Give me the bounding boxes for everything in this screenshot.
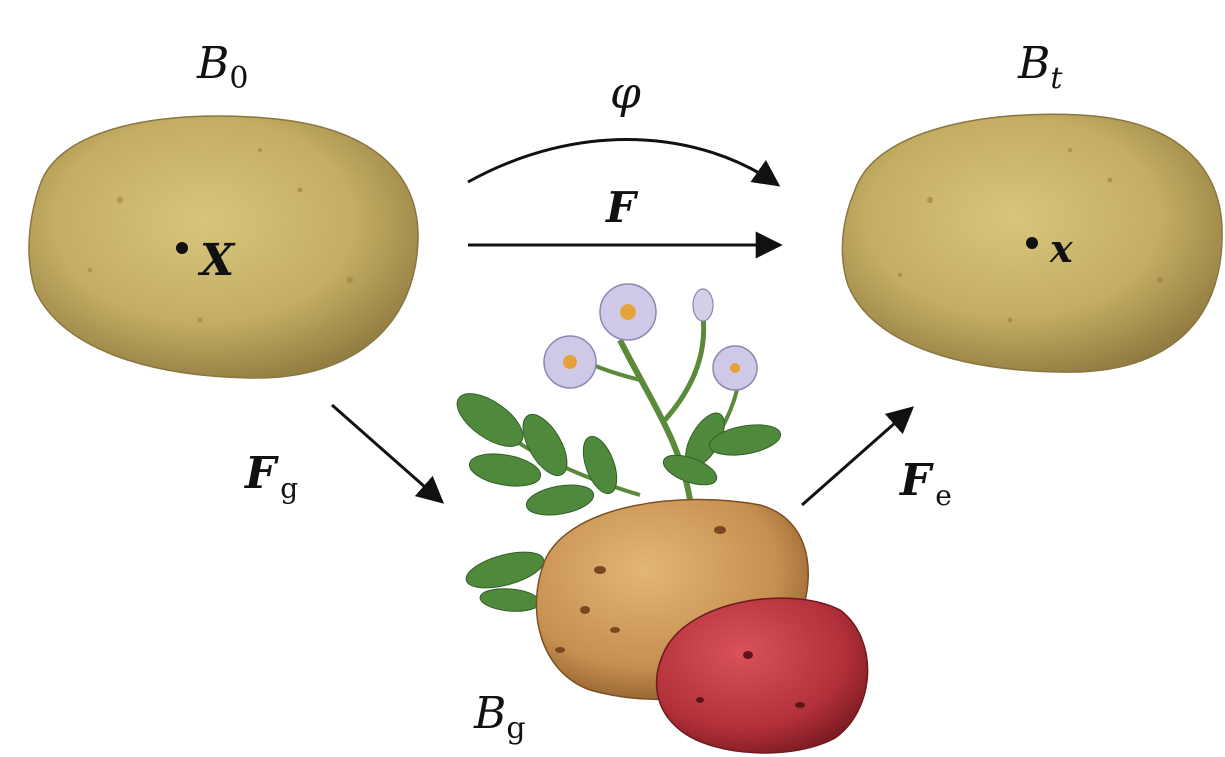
leaf-cluster — [456, 393, 782, 612]
point-x-reference-dot — [176, 242, 188, 254]
fe-arrow — [801, 406, 915, 507]
grown-config-label: Bg — [473, 688, 526, 746]
reference-potato — [28, 115, 419, 379]
grown-red-potato — [655, 597, 869, 754]
point-x-current-dot — [1026, 237, 1038, 249]
flower-cluster — [543, 283, 758, 391]
current-config-label: Bt — [1017, 38, 1063, 96]
phi-arrow — [467, 137, 781, 187]
fg-arrow — [331, 403, 445, 504]
point-x-current-label: x — [1049, 226, 1074, 271]
f-label: F — [605, 183, 639, 232]
potato-plant-illustration — [456, 283, 869, 754]
reference-config-label: B0 — [196, 38, 248, 96]
point-x-reference-label: X — [197, 235, 236, 286]
phi-label: φ — [610, 68, 641, 119]
